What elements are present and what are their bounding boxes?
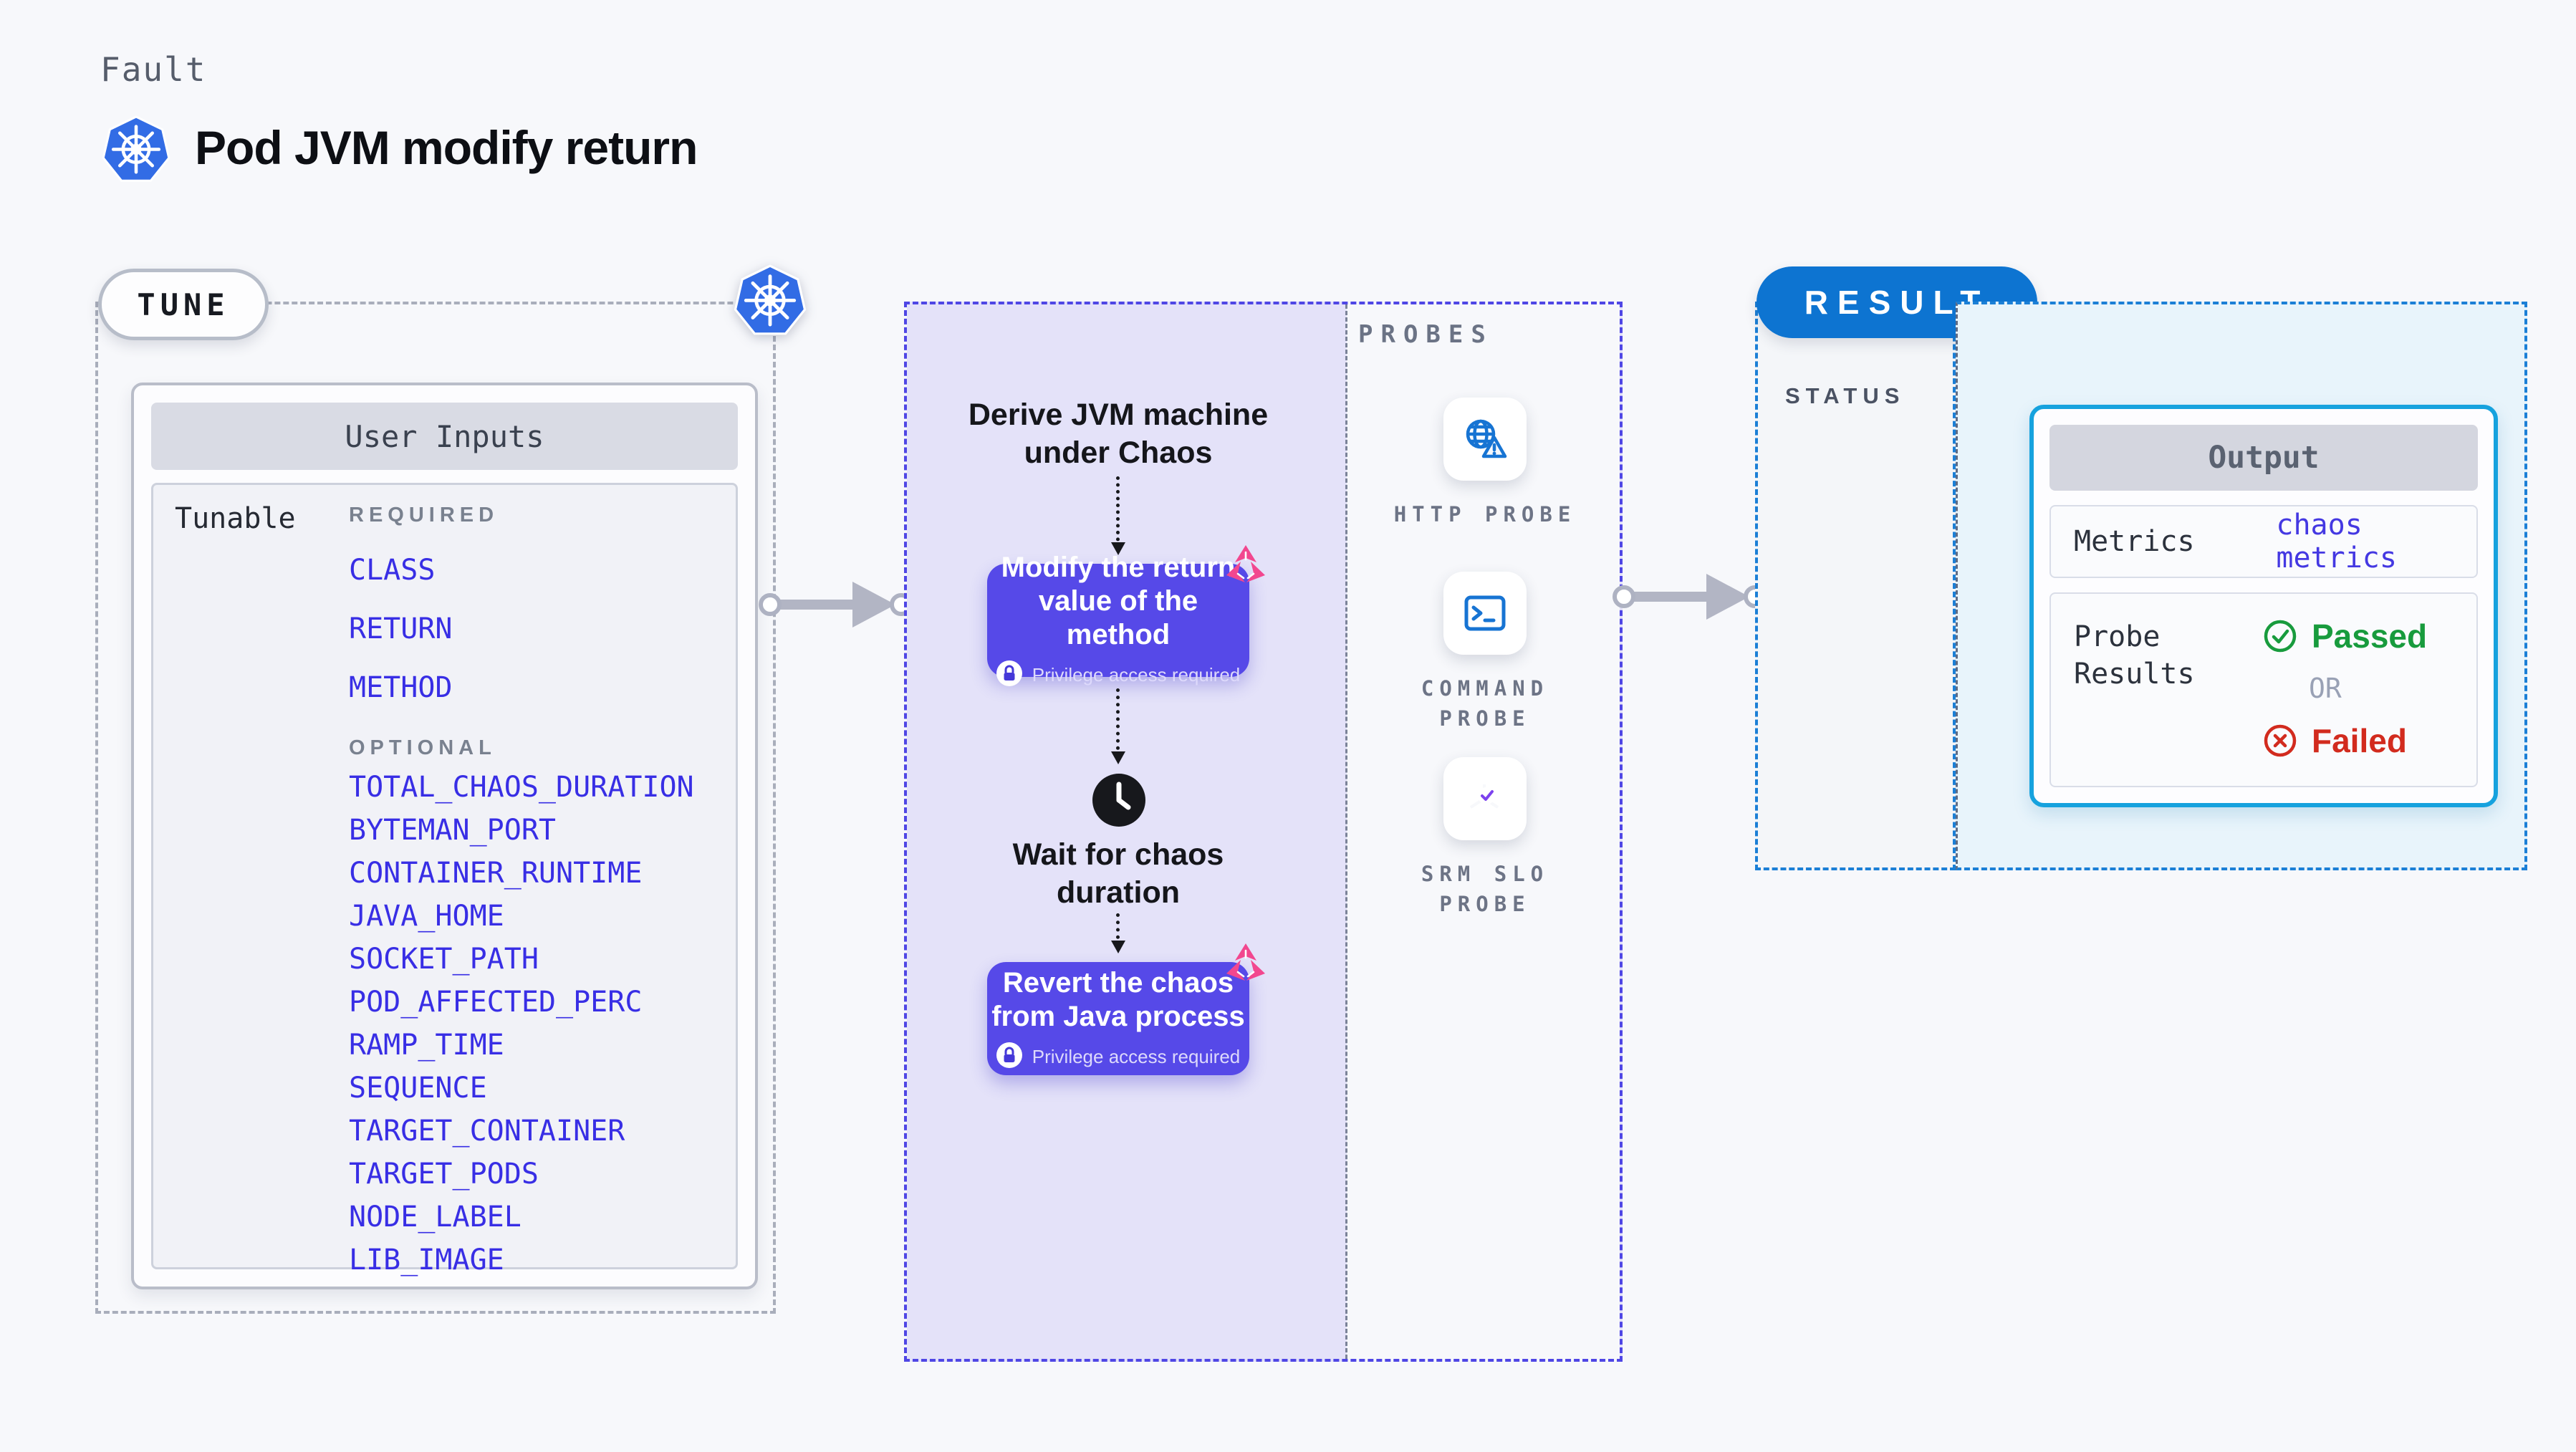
kubernetes-logo-icon (100, 115, 172, 190)
modify-return-node: Modify the return value of the method Pr… (987, 545, 1265, 686)
flow-arrow-down-icon (1111, 688, 1125, 764)
derive-step-text: Derive JVM machine under Chaos (968, 398, 1269, 470)
optional-group-label: OPTIONAL (349, 736, 496, 759)
tune-to-execution-arrow (759, 582, 913, 628)
probe-item: SRM SLO PROBE (1370, 757, 1600, 919)
result-status-box: STATUS (1755, 302, 1956, 870)
execution-probes-divider (1345, 304, 1347, 1359)
tunable-item: LIB_IMAGE (349, 1244, 504, 1276)
probe-label: COMMAND PROBE (1421, 676, 1549, 731)
tunable-item: JAVA_HOME (349, 900, 504, 933)
http-probe-icon (1443, 398, 1527, 481)
tune-section-pill: TUNE (98, 269, 269, 340)
clock-icon (1092, 773, 1146, 831)
lock-icon (996, 1042, 1022, 1072)
chaos-arrows-icon (1222, 941, 1269, 991)
tunable-item: NODE_LABEL (349, 1201, 522, 1234)
failed-label: Failed (2312, 722, 2407, 759)
tunable-item: TOTAL_CHAOS_DURATION (349, 771, 694, 804)
flow-arrow-down-icon (1111, 913, 1125, 953)
passed-check-icon (2264, 620, 2297, 653)
result-output-region: Output Metrics chaos metrics Probe Resul… (1956, 302, 2527, 870)
tunable-item: SEQUENCE (349, 1072, 487, 1105)
probe-item: COMMAND PROBE (1370, 572, 1600, 734)
probe-results-label: Probe Results (2074, 620, 2195, 691)
tune-section-box (95, 302, 776, 1314)
tunable-item: TARGET_PODS (349, 1158, 539, 1191)
tunable-row-label: Tunable (175, 502, 296, 535)
srm-slo-probe-icon (1443, 757, 1527, 840)
chaos-arrows-icon (1222, 542, 1269, 593)
flow-arrow-down-icon (1111, 476, 1125, 555)
page-title: Pod JVM modify return (195, 121, 698, 174)
probe-results-row: Probe Results Passed OR (2049, 592, 2478, 787)
probes-label: PROBES (1358, 320, 1494, 349)
kubernetes-icon (732, 264, 808, 343)
passed-label: Passed (2312, 617, 2428, 655)
required-group-label: REQUIRED (349, 504, 499, 527)
execution-to-result-arrow (1613, 574, 1767, 620)
output-box: Output Metrics chaos metrics Probe Resul… (2029, 405, 2498, 807)
tunable-item: SOCKET_PATH (349, 943, 539, 976)
metrics-value: chaos metrics (2276, 509, 2397, 574)
or-label: OR (2309, 673, 2342, 704)
privilege-note: Privilege access required (1032, 1045, 1241, 1067)
tunable-item: RETURN (349, 612, 453, 645)
probe-label: SRM SLO PROBE (1421, 862, 1549, 916)
tunable-item: CLASS (349, 554, 436, 587)
tunable-item: POD_AFFECTED_PERC (349, 986, 643, 1019)
lock-icon (996, 660, 1022, 690)
tunable-item: CONTAINER_RUNTIME (349, 857, 643, 890)
probe-label: HTTP PROBE (1393, 502, 1577, 527)
failed-x-icon (2264, 724, 2297, 757)
command-probe-icon (1443, 572, 1527, 655)
revert-chaos-node: Revert the chaos from Java process Privi… (987, 943, 1265, 1075)
execution-section-box: PROBES Derive JVM machine under Chaos Mo… (904, 302, 1623, 1362)
user-inputs-header: User Inputs (151, 403, 738, 470)
fault-kicker: Fault (100, 50, 207, 89)
metrics-label: Metrics (2074, 525, 2195, 558)
tunable-item: TARGET_CONTAINER (349, 1115, 625, 1148)
tunable-item: RAMP_TIME (349, 1029, 504, 1062)
tunable-item: METHOD (349, 671, 453, 704)
revert-step-text: Revert the chaos from Java process (991, 966, 1245, 1032)
privilege-note: Privilege access required (1032, 664, 1241, 686)
tunable-item: BYTEMAN_PORT (349, 814, 556, 847)
user-inputs-card: User Inputs Tunable REQUIRED CLASS RETURN… (131, 383, 758, 1289)
modify-step-text: Modify the return value of the method (1001, 552, 1236, 650)
tunables-column: REQUIRED CLASS RETURN METHOD OPTIONAL TOTA… (349, 494, 750, 1276)
tunables-list: Tunable REQUIRED CLASS RETURN METHOD OPTIO… (151, 483, 738, 1276)
wait-step-text: Wait for chaos duration (1012, 837, 1224, 910)
metrics-row: Metrics chaos metrics (2049, 505, 2478, 578)
probe-item: HTTP PROBE (1370, 398, 1600, 529)
status-label: STATUS (1785, 383, 1905, 408)
output-header: Output (2049, 425, 2478, 491)
